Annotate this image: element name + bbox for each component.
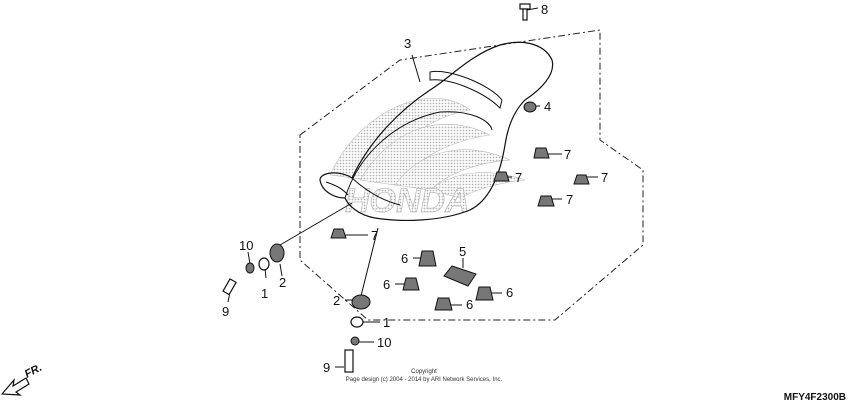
callout-9-a: 9 (323, 360, 330, 375)
callout-6-a: 6 (401, 251, 408, 266)
callout-1-b: 1 (261, 286, 268, 301)
callout-7-d: 7 (566, 192, 573, 207)
callout-7-a: 7 (564, 147, 571, 162)
nut-4[interactable] (523, 101, 537, 113)
callout-4: 4 (544, 99, 551, 114)
collar-1[interactable] (258, 257, 364, 328)
callout-2-a: 2 (333, 293, 340, 308)
callout-6-c: 6 (506, 285, 513, 300)
seat[interactable] (319, 41, 554, 221)
copyright-line-2: Page design (c) 2004 - 2014 by ARI Netwo… (346, 377, 503, 383)
honda-watermark-text: HONDA (345, 182, 470, 220)
front-direction-arrow: FR. (0, 362, 44, 396)
callout-3: 3 (404, 36, 411, 51)
callout-1-a: 1 (383, 315, 390, 330)
callout-5: 5 (459, 244, 466, 259)
callout-7-b: 7 (515, 170, 522, 185)
callout-6-d: 6 (466, 297, 473, 312)
callout-7-c: 7 (601, 170, 608, 185)
diagram-code: MFY4F2300B (784, 392, 846, 403)
cushion-7[interactable] (330, 147, 590, 239)
washer-10[interactable] (245, 262, 360, 346)
callout-9-b: 9 (222, 304, 229, 319)
cushion-6[interactable] (402, 250, 494, 311)
copyright-line-1: Copyright (411, 369, 437, 375)
bracket-5[interactable] (443, 265, 477, 287)
callout-6-b: 6 (383, 277, 390, 292)
callout-labels: 3 8 4 7 7 7 7 7 5 6 6 6 6 2 1 10 9 10 1 … (222, 2, 608, 375)
callout-10-a: 10 (377, 335, 391, 350)
rubber-mount-2[interactable] (269, 243, 371, 310)
callout-10-b: 10 (239, 238, 253, 253)
front-direction-label: FR. (23, 362, 44, 381)
bolt-8[interactable] (519, 3, 531, 21)
callout-7-e: 7 (371, 228, 378, 243)
callout-2-b: 2 (279, 275, 286, 290)
callout-8: 8 (541, 2, 548, 17)
bolt-9[interactable] (222, 278, 354, 373)
